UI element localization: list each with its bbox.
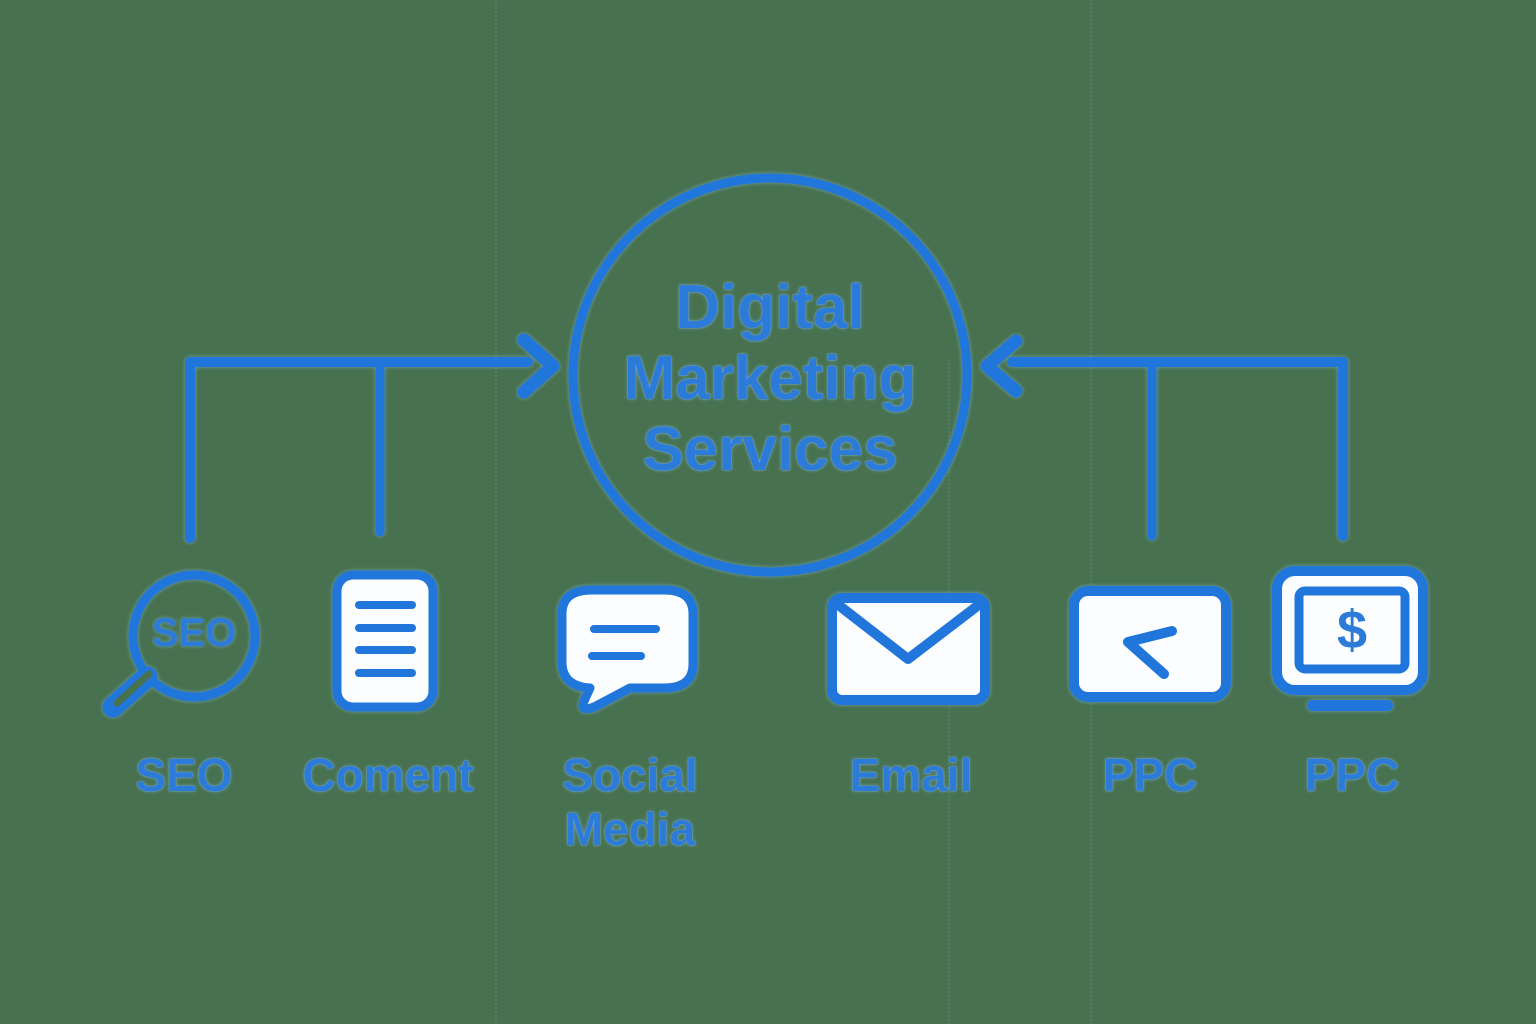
label-ppc-click: PPC bbox=[1102, 749, 1198, 801]
left-connector bbox=[185, 333, 560, 543]
monitor-screen bbox=[1294, 586, 1410, 674]
right-connector bbox=[980, 334, 1348, 541]
hub-title-line: Services bbox=[642, 415, 898, 484]
envelope-icon bbox=[827, 593, 990, 705]
right-arrowhead-icon bbox=[517, 333, 560, 399]
document-page bbox=[332, 570, 438, 712]
label-social-media-line: Social bbox=[562, 749, 698, 801]
scan-artifact-line bbox=[495, 0, 497, 1024]
chat-bubble-body bbox=[557, 585, 698, 714]
monitor-dollar-text: $ bbox=[1337, 600, 1367, 660]
hub-title-line: Marketing bbox=[623, 344, 917, 413]
envelope-flap bbox=[836, 602, 981, 664]
label-social-media: Social Media bbox=[562, 748, 698, 856]
chat-bubble-text-lines bbox=[588, 625, 660, 660]
chat-bubble-icon bbox=[557, 585, 698, 714]
right-connector-line bbox=[1007, 357, 1348, 541]
label-ppc-monitor: PPC bbox=[1304, 749, 1400, 801]
scan-artifact-line bbox=[1090, 0, 1092, 1024]
left-connector-line bbox=[185, 357, 533, 543]
monitor-dollar-icon: $ bbox=[1272, 566, 1428, 711]
label-coment: Coment bbox=[302, 749, 474, 801]
click-screen bbox=[1069, 586, 1231, 702]
magnifier-seo-icon: SEO bbox=[102, 570, 260, 718]
hub-circle bbox=[568, 173, 972, 577]
magnifier-lens bbox=[128, 570, 260, 702]
monitor-stand bbox=[1307, 700, 1393, 711]
label-email: Email bbox=[849, 749, 973, 801]
label-social-media-line: Media bbox=[564, 803, 696, 855]
click-cursor-icon bbox=[1069, 586, 1231, 702]
magnifier-handle-hollow bbox=[113, 670, 153, 707]
hub-title-line: Digital bbox=[675, 273, 865, 342]
document-icon bbox=[332, 570, 438, 712]
magnifier-seo-text: SEO bbox=[152, 611, 236, 655]
left-arrowhead-icon bbox=[980, 334, 1023, 398]
label-seo: SEO bbox=[135, 749, 233, 801]
document-text-lines bbox=[355, 601, 416, 677]
cursor-chevron bbox=[1123, 626, 1177, 679]
hub-title: Digital Marketing Services bbox=[470, 272, 1070, 485]
